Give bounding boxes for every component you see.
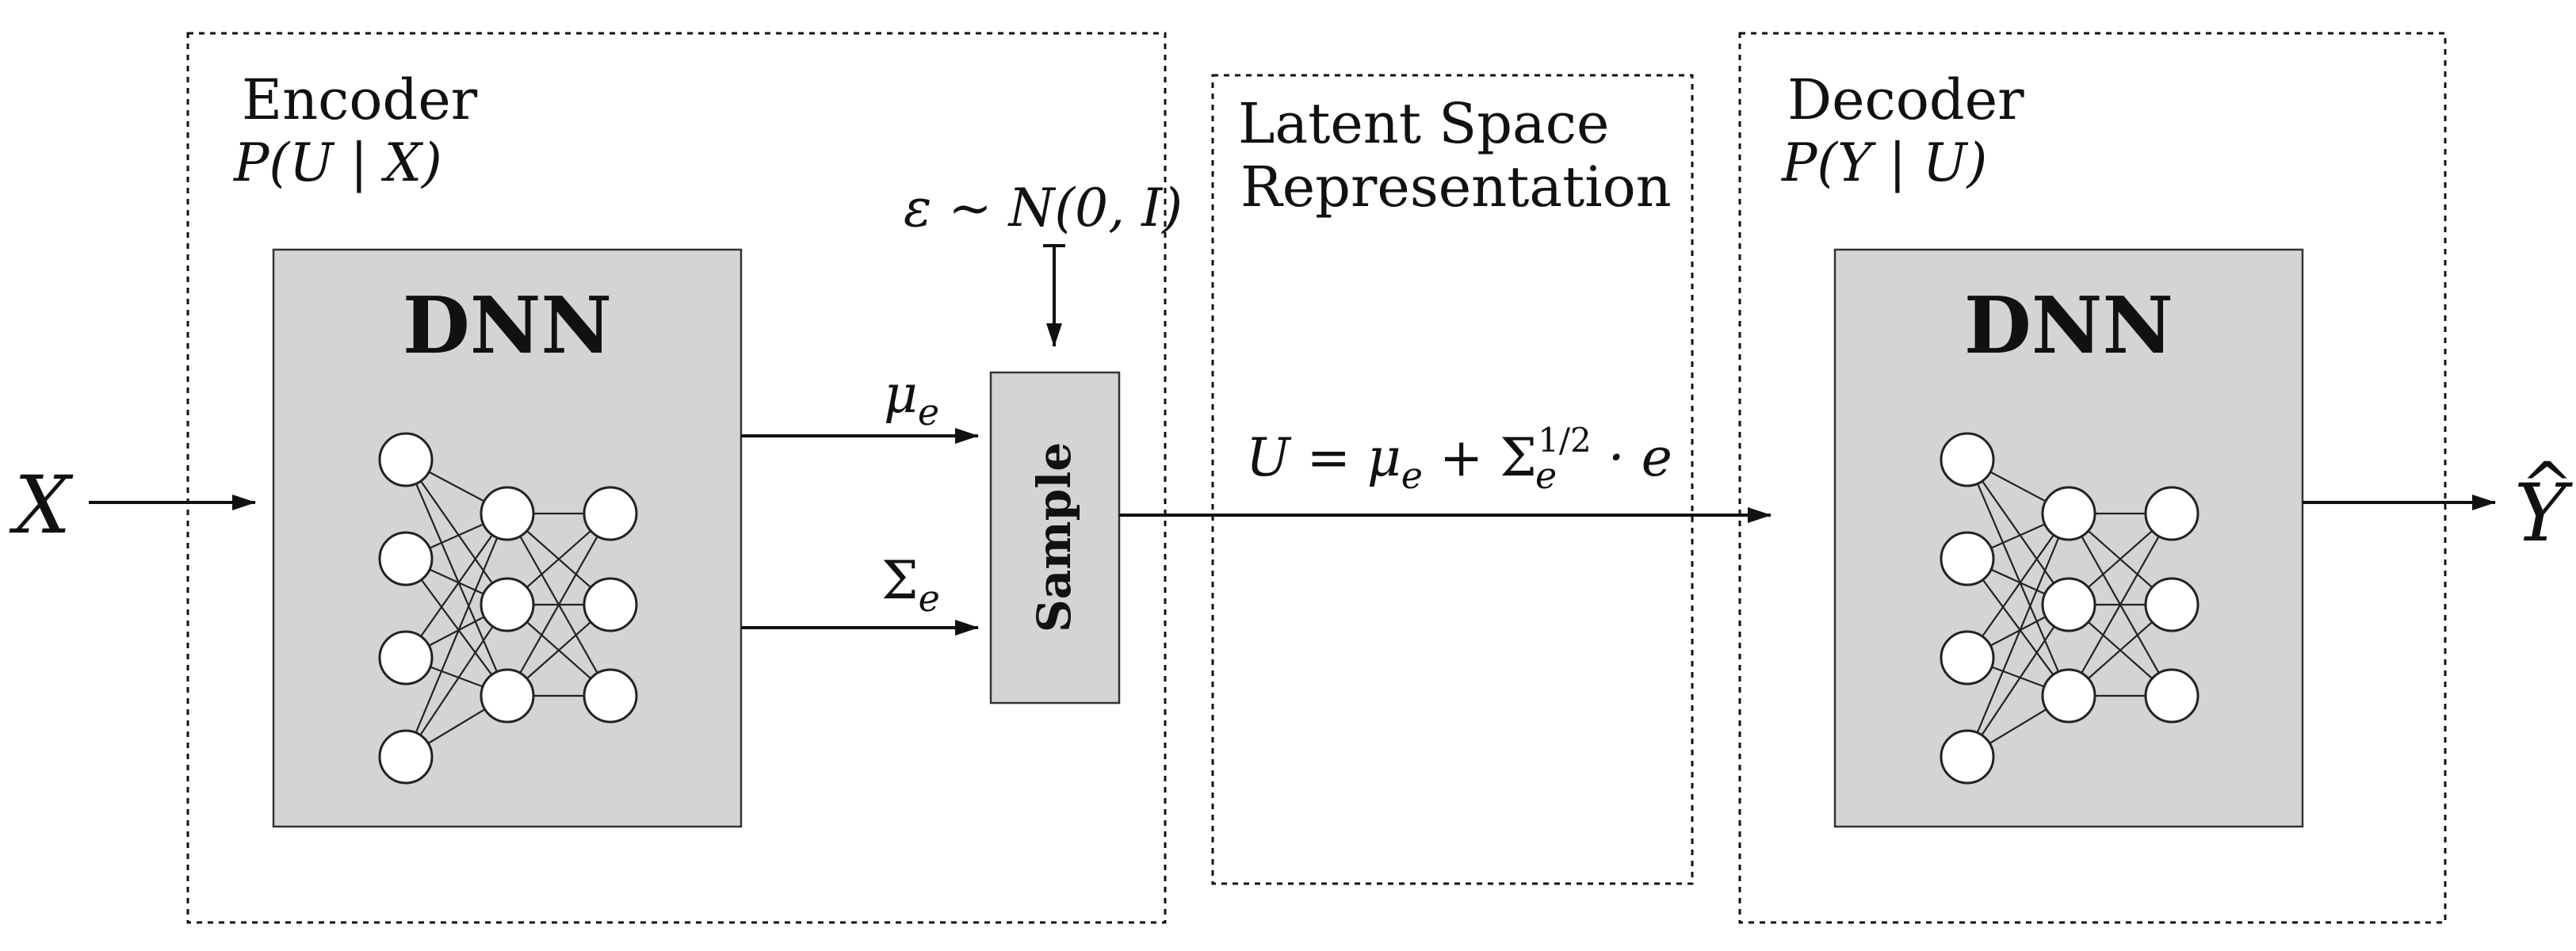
network-edge bbox=[2068, 513, 2173, 697]
mu-subscript: e bbox=[918, 391, 939, 433]
eq-tail: · e bbox=[1592, 427, 1672, 488]
sigma-label: Σe bbox=[881, 550, 940, 620]
network-node bbox=[2144, 577, 2200, 632]
input-label: X bbox=[9, 459, 74, 552]
sample-box bbox=[989, 371, 1121, 705]
network-node bbox=[1940, 729, 1995, 785]
network-node bbox=[480, 577, 535, 632]
encoder-dnn-label: DNN bbox=[403, 281, 612, 372]
network-node bbox=[1940, 432, 1995, 487]
network-node bbox=[378, 729, 434, 785]
network-node bbox=[378, 531, 434, 586]
network-edge bbox=[404, 513, 509, 758]
network-edge bbox=[405, 513, 508, 659]
network-node bbox=[583, 668, 638, 724]
mu-symbol: μ bbox=[884, 364, 918, 425]
output-hat: ^ bbox=[2521, 449, 2574, 522]
mu-label: μe bbox=[884, 364, 939, 433]
network-node bbox=[378, 432, 434, 487]
encoder-title: Encoder bbox=[242, 67, 478, 132]
eq-sub2: e bbox=[1535, 454, 1557, 497]
network-edge bbox=[405, 459, 508, 605]
sigma-subscript: e bbox=[919, 577, 940, 620]
eq-plus: + Σ bbox=[1423, 427, 1537, 488]
decoder-distribution: P(Y | U) bbox=[1781, 132, 1987, 193]
network-edge bbox=[1966, 459, 2070, 697]
output-label: Y bbox=[2514, 467, 2573, 560]
network-edge bbox=[1966, 513, 2070, 758]
latent-equation: U = μe + Σe1/2 · e bbox=[1246, 421, 1672, 497]
noise-label: ε ∼ N(0, I) bbox=[904, 178, 1183, 239]
network-node bbox=[480, 486, 535, 541]
latent-title-line2: Representation bbox=[1240, 155, 1672, 220]
network-node bbox=[480, 668, 535, 724]
decoder-title: Decoder bbox=[1787, 67, 2024, 132]
encoder-frame bbox=[186, 32, 1167, 924]
sigma-symbol: Σ bbox=[881, 550, 919, 611]
encoder-distribution: P(U | X) bbox=[233, 132, 442, 193]
decoder-dnn-label: DNN bbox=[1964, 281, 2173, 372]
network-edge bbox=[1966, 459, 2070, 605]
eq-lhs: U = μ bbox=[1246, 427, 1401, 488]
eq-sup: 1/2 bbox=[1538, 421, 1592, 460]
network-edge bbox=[506, 513, 611, 697]
network-edge bbox=[1966, 558, 2070, 697]
network-node bbox=[583, 486, 638, 541]
network-edge bbox=[405, 558, 508, 697]
sample-label: Sample bbox=[1027, 442, 1081, 632]
network-node bbox=[1940, 531, 1995, 586]
network-edge bbox=[1966, 604, 2070, 758]
eq-sub1: e bbox=[1401, 454, 1423, 497]
decoder-frame bbox=[1738, 32, 2447, 924]
network-edge bbox=[405, 604, 508, 758]
network-node bbox=[2041, 486, 2096, 541]
network-edge bbox=[404, 459, 509, 697]
network-node bbox=[1940, 630, 1995, 686]
network-node bbox=[2144, 668, 2200, 724]
network-node bbox=[378, 630, 434, 686]
network-node bbox=[583, 577, 638, 632]
network-node bbox=[2041, 668, 2096, 724]
network-edge bbox=[1966, 513, 2070, 659]
latent-title-line1: Latent Space bbox=[1238, 91, 1609, 156]
network-node bbox=[2041, 577, 2096, 632]
decoder-network bbox=[1940, 432, 2200, 785]
network-node bbox=[2144, 486, 2200, 541]
encoder-network bbox=[378, 432, 638, 785]
